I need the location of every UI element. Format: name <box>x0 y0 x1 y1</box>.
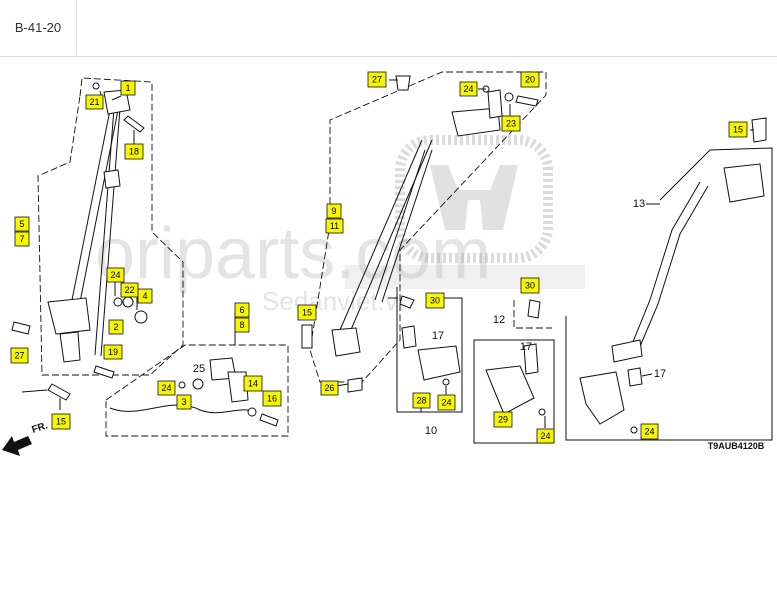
callout-16[interactable]: 16 <box>262 390 282 407</box>
watermark-sub-text: Sedanviet.vn <box>262 286 412 316</box>
svg-text:28: 28 <box>416 396 426 406</box>
callout-26[interactable]: 26 <box>320 380 339 396</box>
callout-11[interactable]: 11 <box>325 218 344 234</box>
rear-center-belt-group: 13 17 <box>565 117 773 441</box>
svg-text:26: 26 <box>324 383 334 393</box>
svg-text:1: 1 <box>125 83 130 93</box>
callout-3[interactable]: 3 <box>176 394 192 410</box>
svg-text:24: 24 <box>161 383 171 393</box>
part-number-25: 25 <box>193 363 205 375</box>
svg-text:8: 8 <box>239 320 244 330</box>
svg-text:24: 24 <box>110 270 120 280</box>
part-number-13: 13 <box>633 198 645 210</box>
svg-text:4: 4 <box>142 291 147 301</box>
svg-text:24: 24 <box>441 398 451 408</box>
svg-text:15: 15 <box>56 417 66 427</box>
svg-text:3: 3 <box>181 397 186 407</box>
callout-8[interactable]: 8 <box>234 317 250 333</box>
svg-text:27: 27 <box>14 351 24 361</box>
callout-27-a[interactable]: 27 <box>10 347 29 364</box>
svg-text:21: 21 <box>89 97 99 107</box>
callout-30-a[interactable]: 30 <box>425 292 445 309</box>
callout-1[interactable]: 1 <box>120 80 136 96</box>
callout-24-f[interactable]: 24 <box>640 423 659 440</box>
buckle-assembly-10-group: 17 10 <box>388 287 463 437</box>
callout-29[interactable]: 29 <box>493 411 513 428</box>
svg-text:2: 2 <box>113 322 118 332</box>
svg-text:24: 24 <box>463 84 473 94</box>
svg-text:16: 16 <box>267 394 277 404</box>
callout-24-a[interactable]: 24 <box>106 267 125 283</box>
buckle-group: 25 <box>105 312 289 437</box>
callout-19[interactable]: 19 <box>103 344 123 360</box>
callout-24-d[interactable]: 24 <box>437 394 456 411</box>
svg-text:22: 22 <box>124 285 134 295</box>
svg-text:18: 18 <box>129 147 139 157</box>
svg-text:30: 30 <box>430 296 440 306</box>
part-number-17-a: 17 <box>432 330 444 342</box>
svg-text:15: 15 <box>733 125 743 135</box>
callout-24-c[interactable]: 24 <box>157 380 176 396</box>
callout-9[interactable]: 9 <box>326 203 342 219</box>
part-number-12: 12 <box>493 314 505 326</box>
callout-22[interactable]: 22 <box>120 282 139 298</box>
part-number-17-b: 17 <box>520 341 532 353</box>
front-label: FR. <box>31 420 50 436</box>
callout-4[interactable]: 4 <box>137 288 153 304</box>
callout-24-b[interactable]: 24 <box>459 81 478 97</box>
callout-30-b[interactable]: 30 <box>520 277 540 294</box>
callout-28[interactable]: 28 <box>412 392 431 409</box>
watermark-text: oriparts.com <box>95 214 491 294</box>
callout-5[interactable]: 5 <box>14 216 30 232</box>
callout-14[interactable]: 14 <box>243 375 263 392</box>
svg-text:6: 6 <box>239 305 244 315</box>
svg-text:9: 9 <box>331 206 336 216</box>
svg-text:23: 23 <box>506 119 516 129</box>
callout-15-b[interactable]: 15 <box>297 304 317 321</box>
rear-outer-belt-group <box>301 71 547 393</box>
callout-20[interactable]: 20 <box>520 71 540 88</box>
callout-24-e[interactable]: 24 <box>536 428 555 444</box>
buckle-assembly-12-group: 12 17 <box>473 299 555 444</box>
callout-27-b[interactable]: 27 <box>367 71 387 88</box>
svg-text:27: 27 <box>372 75 382 85</box>
callout-18[interactable]: 18 <box>124 143 144 160</box>
watermark: oriparts.com Sedanviet.vn <box>95 135 585 316</box>
callout-6[interactable]: 6 <box>234 302 250 318</box>
callout-2[interactable]: 2 <box>108 319 124 335</box>
svg-text:24: 24 <box>644 427 654 437</box>
callout-15-c[interactable]: 15 <box>728 121 748 138</box>
svg-text:14: 14 <box>248 379 258 389</box>
front-direction-arrow: FR. <box>2 420 49 456</box>
callout-7[interactable]: 7 <box>14 231 30 247</box>
tab-b-41-20[interactable]: B-41-20 <box>0 0 77 56</box>
svg-text:15: 15 <box>302 308 312 318</box>
svg-text:11: 11 <box>330 221 339 231</box>
svg-text:30: 30 <box>525 281 535 291</box>
part-number-17-c: 17 <box>654 368 666 380</box>
callout-23[interactable]: 23 <box>501 115 521 132</box>
diagram-code: T9AUB4120B <box>708 441 765 451</box>
svg-text:29: 29 <box>498 415 508 425</box>
tab-bar: B-41-20 <box>0 0 777 57</box>
svg-text:19: 19 <box>108 347 118 357</box>
callout-21[interactable]: 21 <box>85 94 104 110</box>
front-seat-belt-group: FR. <box>2 77 184 456</box>
svg-text:7: 7 <box>19 234 24 244</box>
svg-text:5: 5 <box>19 219 24 229</box>
part-number-10: 10 <box>425 425 437 437</box>
svg-text:20: 20 <box>525 75 535 85</box>
callout-15-a[interactable]: 15 <box>51 413 71 430</box>
svg-text:24: 24 <box>540 431 550 441</box>
